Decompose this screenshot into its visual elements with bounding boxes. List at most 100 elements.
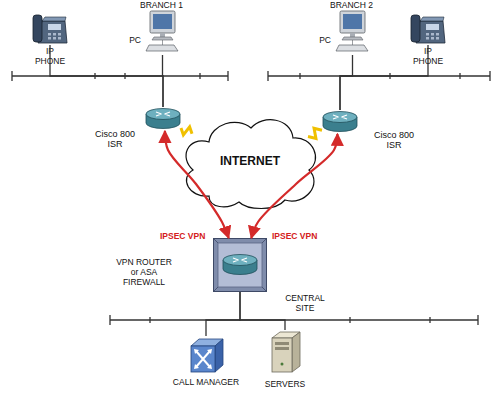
icon-part bbox=[53, 37, 56, 40]
vpn-router: VPN ROUTER or ASA FIREWALL bbox=[213, 238, 267, 292]
ip-phone: IP PHONE bbox=[32, 12, 68, 45]
pc: PC bbox=[335, 10, 370, 55]
icon-part bbox=[146, 45, 178, 51]
icon-part bbox=[333, 115, 347, 119]
bus-tick bbox=[459, 73, 460, 79]
icon-part bbox=[436, 37, 439, 40]
wan-link bbox=[181, 127, 192, 135]
icon-part bbox=[272, 338, 292, 372]
icon-part bbox=[162, 40, 163, 45]
icon-part bbox=[342, 37, 363, 40]
call-manager: CALL MANAGER bbox=[188, 336, 224, 374]
bus-end bbox=[109, 315, 110, 325]
bus-tick bbox=[199, 73, 200, 79]
site-label: BRANCH 2 bbox=[330, 1, 390, 11]
icon-part bbox=[215, 339, 223, 372]
bus-tick bbox=[94, 73, 95, 79]
bus-end bbox=[489, 71, 490, 81]
icon-part bbox=[281, 363, 284, 366]
icon-part bbox=[340, 11, 365, 33]
icon-part bbox=[223, 255, 257, 266]
pc-icon bbox=[335, 10, 370, 55]
phone-icon bbox=[32, 12, 68, 45]
icon-part bbox=[53, 33, 56, 36]
icon-part bbox=[292, 332, 300, 372]
icon-part bbox=[160, 33, 165, 37]
lan-link bbox=[50, 45, 163, 107]
icon-part bbox=[343, 14, 362, 29]
bus-end bbox=[477, 315, 478, 325]
pc-icon bbox=[145, 10, 180, 55]
icon-part bbox=[214, 239, 267, 292]
icon-part bbox=[48, 24, 61, 30]
lan-link bbox=[340, 45, 428, 110]
icon-part bbox=[152, 37, 173, 40]
icon-part bbox=[233, 258, 247, 262]
icon-part bbox=[48, 33, 51, 36]
icon-part bbox=[48, 37, 51, 40]
icon-part bbox=[420, 17, 444, 21]
device-label: CALL MANAGER bbox=[166, 378, 246, 388]
bus-tick bbox=[429, 317, 430, 323]
device-label: VPN ROUTER or ASA FIREWALL bbox=[113, 258, 175, 287]
icon-part bbox=[350, 33, 355, 37]
device-label: INTERNET bbox=[192, 155, 308, 169]
bus-tick bbox=[349, 317, 350, 323]
bus-tick bbox=[389, 73, 390, 79]
bus-tick bbox=[149, 317, 150, 323]
site-label: BRANCH 1 bbox=[140, 1, 200, 11]
bus-line bbox=[110, 319, 478, 320]
icon-part bbox=[58, 33, 61, 36]
lan-link bbox=[340, 55, 353, 110]
server: SERVERS bbox=[268, 330, 302, 374]
icon-part bbox=[436, 33, 439, 36]
icon-part bbox=[223, 255, 257, 275]
server-icon bbox=[268, 330, 302, 374]
icon-part bbox=[426, 24, 439, 30]
branch-router: Cisco 800 ISR bbox=[145, 107, 181, 131]
cm-icon bbox=[188, 336, 224, 374]
bus-line bbox=[268, 75, 490, 76]
tunnel-label: IPSEC VPN bbox=[160, 232, 205, 242]
pc: PC bbox=[145, 10, 180, 55]
router-icon bbox=[145, 107, 181, 131]
wan-link bbox=[308, 128, 322, 138]
icon-part bbox=[218, 243, 262, 287]
device-label: IP PHONE bbox=[411, 47, 445, 67]
bus-end bbox=[227, 71, 228, 81]
edge-group bbox=[50, 45, 428, 336]
bus-tick bbox=[299, 73, 300, 79]
device-label: PC bbox=[309, 36, 331, 46]
internet-cloud: INTERNET bbox=[192, 122, 308, 204]
icon-part bbox=[336, 45, 368, 51]
device-label: PC bbox=[119, 36, 141, 46]
icon-part bbox=[275, 342, 289, 345]
branch-router: Cisco 800 ISR bbox=[322, 110, 358, 134]
lan-link bbox=[162, 55, 164, 107]
phone-icon bbox=[410, 12, 446, 45]
icon-part bbox=[58, 37, 61, 40]
bus-tick bbox=[124, 73, 125, 79]
icon-part bbox=[431, 37, 434, 40]
device-label: Cisco 800 ISR bbox=[91, 129, 139, 150]
bus-end bbox=[11, 71, 12, 81]
icon-part bbox=[191, 346, 215, 372]
vpn-tunnel bbox=[251, 134, 337, 238]
icon-part bbox=[431, 33, 434, 36]
vpn-tunnel bbox=[165, 131, 229, 238]
icon-part bbox=[275, 347, 289, 350]
icon-part bbox=[194, 349, 212, 369]
tunnel-label: IPSEC VPN bbox=[272, 232, 317, 242]
icon-part bbox=[214, 239, 267, 292]
icon-part bbox=[426, 33, 429, 36]
icon-part bbox=[156, 112, 170, 116]
ethernet-bus bbox=[12, 71, 490, 325]
lan-link bbox=[206, 292, 240, 336]
icon-part bbox=[150, 11, 175, 33]
ip-phone: IP PHONE bbox=[410, 12, 446, 45]
device-label: SERVERS bbox=[255, 380, 315, 390]
device-label: Cisco 800 ISR bbox=[370, 130, 418, 151]
bus-line bbox=[12, 75, 228, 76]
vpn-icon bbox=[213, 238, 267, 292]
